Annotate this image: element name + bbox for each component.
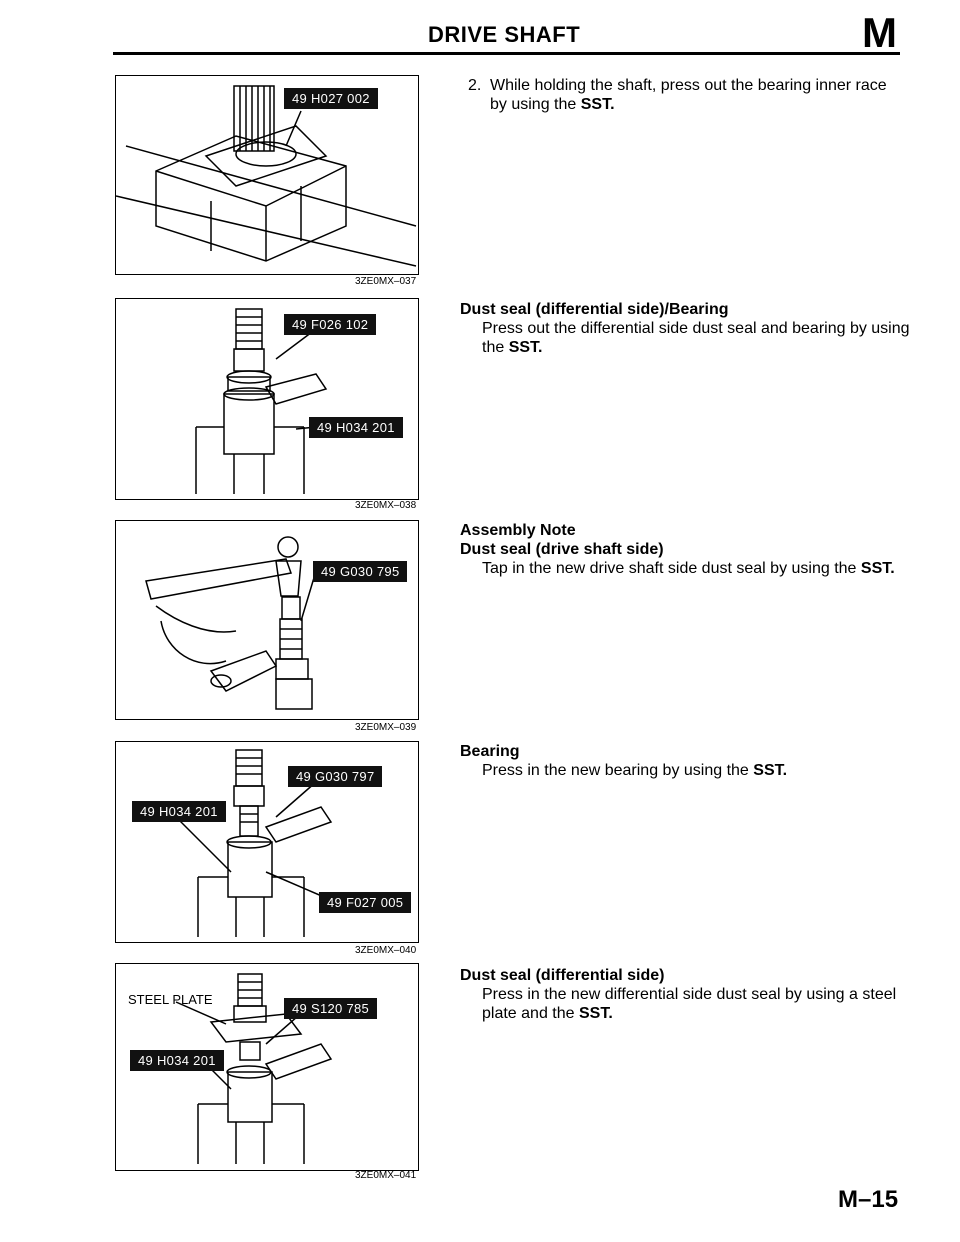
page-number: M–15 [838,1186,899,1213]
section-text: Press in the new differential side dust … [482,986,897,1022]
figure-press-in-dust-seal: STEEL PLATE 49 S120 785 49 H034 201 [115,963,419,1171]
section-dust-seal-drive-shaft-side: Assembly Note Dust seal (drive shaft sid… [460,521,910,578]
section-heading: Dust seal (differential side)/Bearing [460,301,729,318]
sst-label: SST. [580,96,615,113]
callout-sst-number: 49 F026 102 [284,314,377,335]
figure-tap-in-dust-seal: 49 G030 795 [115,520,419,720]
sst-label: SST. [578,1005,613,1022]
figure-code: 3ZE0MX–038 [355,500,417,511]
callout-sst-number: 49 H034 201 [309,417,403,438]
callout-sst-number: 49 G030 795 [313,561,408,582]
illustration-shaft-on-press-blocks [116,85,417,267]
figure-code: 3ZE0MX–041 [355,1170,417,1181]
section-letter: M [862,9,897,56]
figure-press-out-inner-race: 49 H027 002 [115,75,419,275]
figure-press-out-dust-seal: 49 F026 102 49 H034 201 [115,298,419,500]
callout-sst-number: 49 G030 797 [288,766,383,787]
step-number: 2. [468,77,482,94]
figure-code: 3ZE0MX–040 [355,945,417,956]
callout-sst-number: 49 H027 002 [284,88,378,109]
figure-code: 3ZE0MX–037 [355,276,417,287]
illustration-hammer-and-installer [145,536,317,710]
figure-press-in-bearing: 49 G030 797 49 H034 201 49 F027 005 [115,741,419,943]
section-text: Tap in the new drive shaft side dust sea… [482,560,857,577]
step-text: While holding the shaft, press out the b… [490,77,887,113]
steel-plate-label: STEEL PLATE [128,992,213,1007]
section-heading: Bearing [460,743,520,760]
figure-code: 3ZE0MX–039 [355,722,417,733]
sst-label: SST. [860,560,895,577]
section-heading: Dust seal (drive shaft side) [460,541,664,558]
illustration-steel-plate-press [175,973,333,1164]
assembly-note-heading: Assembly Note [460,522,576,539]
callout-sst-number: 49 H034 201 [132,801,226,822]
illustration-bearing-installer-press [175,749,333,937]
callout-sst-number: 49 F027 005 [319,892,412,913]
section-text: Press out the differential side dust sea… [482,320,910,356]
callout-sst-number: 49 H034 201 [130,1050,224,1071]
section-dust-seal-differential-install: Dust seal (differential side) Press in t… [460,966,910,1023]
section-bearing-install: Bearing Press in the new bearing by usin… [460,742,910,780]
header-rule [113,52,900,55]
page-title: DRIVE SHAFT [428,22,581,47]
section-dust-seal-bearing-removal: Dust seal (differential side)/Bearing Pr… [460,300,910,357]
step-press-out-inner-race: 2. While holding the shaft, press out th… [468,76,908,114]
callout-sst-number: 49 S120 785 [284,998,378,1019]
sst-label: SST. [508,339,543,356]
section-text: Press in the new bearing by using the [482,762,749,779]
sst-label: SST. [753,762,788,779]
section-heading: Dust seal (differential side) [460,967,665,984]
